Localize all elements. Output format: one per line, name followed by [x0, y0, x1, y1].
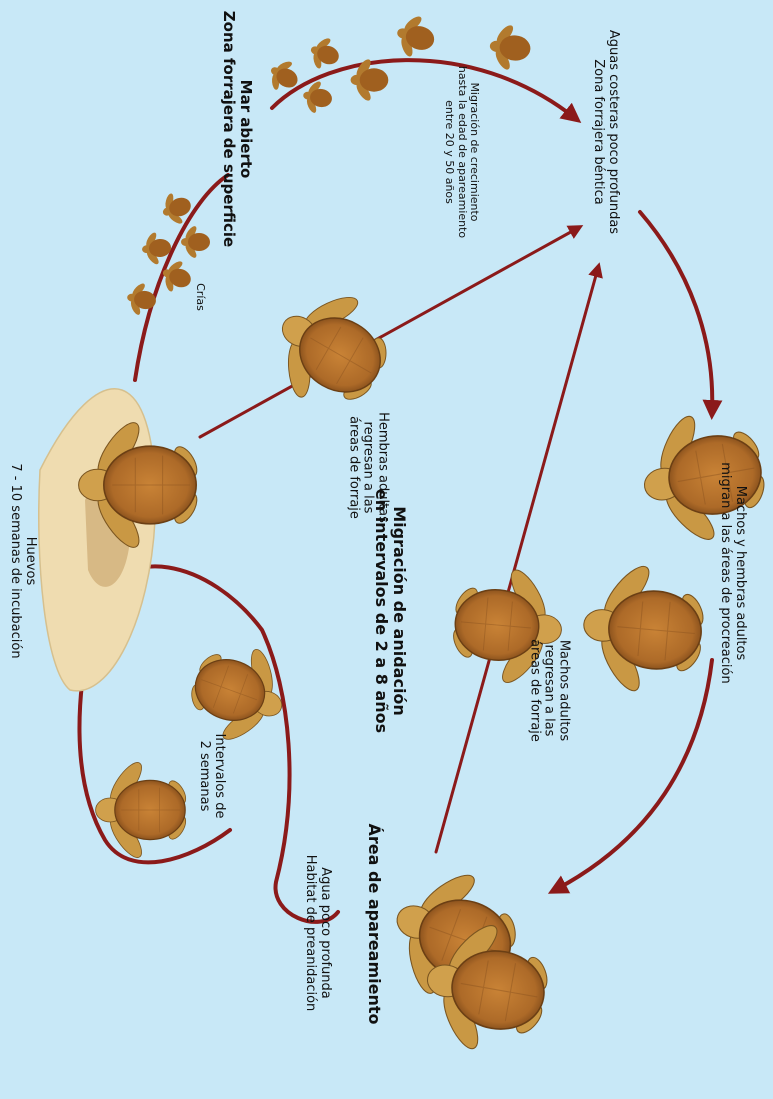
breeding-to-mating-arrow: [555, 660, 712, 890]
turtle-icon: [96, 269, 773, 1066]
label-hatchlings: Crías: [192, 277, 206, 317]
label-adults-migrate: Machos y hembras adultos migran a las ár…: [715, 393, 747, 753]
label-nesting-migration: Migración de anidación en intervalos de …: [368, 480, 408, 742]
label-growth-migration: Migración de crecimiento hasta la edad d…: [442, 53, 480, 251]
label-coastal-waters: Aguas costeras poco profundas Zona forra…: [590, 2, 620, 262]
label-males-return: Machos adultos regresan a las áreas de f…: [526, 627, 571, 755]
label-open-sea: Mar abierto Zona forrajera de superficie: [216, 0, 254, 264]
adults-to-breeding-arrow: [640, 212, 712, 412]
label-mating-area: Área de apareamiento: [363, 819, 383, 1029]
label-eggs: Huevos 7 - 10 semanas de incubación: [5, 456, 37, 666]
males-return-line: [436, 268, 598, 852]
label-shallow-water: Agua poco profunda Habitat de preanidaci…: [300, 818, 332, 1048]
nest-beach-icon: [39, 389, 202, 691]
label-two-week-intervals: Intervalos de 2 semanas: [194, 732, 226, 820]
